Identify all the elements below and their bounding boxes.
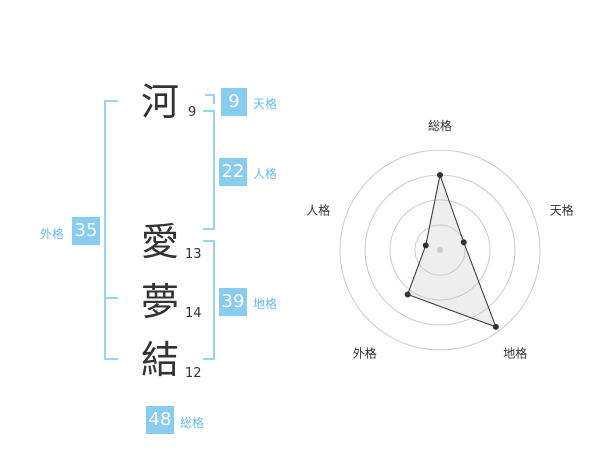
radar-point-4 <box>404 291 411 298</box>
jinkaku-label: 人格 <box>253 167 278 181</box>
stroke-count-2: 13 <box>185 247 202 262</box>
radar-axis-label-2: 天格 <box>550 202 574 217</box>
gaikaku-score: 35 <box>72 217 100 245</box>
gaikaku-label: 外格 <box>40 227 65 241</box>
jinkaku-score: 22 <box>219 158 247 186</box>
name-char-1: 河 <box>140 80 179 124</box>
radar-point-3 <box>492 323 499 330</box>
name-char-3: 夢 <box>140 280 179 324</box>
stroke-count-4: 12 <box>185 366 202 381</box>
radar-axis-label-5: 人格 <box>306 202 330 217</box>
radar-point-2 <box>460 239 467 246</box>
radar-axis-label-1: 総格 <box>428 118 452 133</box>
radar-ring <box>339 149 541 351</box>
radar-point-1 <box>437 172 443 178</box>
gaikaku-bracket <box>104 100 118 360</box>
tenkaku-bracket <box>205 94 215 104</box>
radar-polygon <box>407 173 497 328</box>
jinkaku-bracket <box>203 110 215 230</box>
soukaku-score: 48 <box>146 406 174 434</box>
chikaku-bracket <box>203 240 215 360</box>
tenkaku-label: 天格 <box>253 97 278 111</box>
stroke-count-1: 9 <box>188 105 197 120</box>
soukaku-label: 総格 <box>180 416 205 430</box>
radar-ring <box>389 199 491 301</box>
chikaku-label: 地格 <box>253 297 278 311</box>
name-char-2: 愛 <box>140 220 179 264</box>
name-char-4: 結 <box>140 338 179 382</box>
gaikaku-bracket-tick <box>104 297 118 299</box>
stroke-count-3: 14 <box>185 306 202 321</box>
radar-ring <box>414 224 466 276</box>
tenkaku-score: 9 <box>221 88 247 116</box>
radar-axis-label-3: 地格 <box>503 346 527 361</box>
radar-center <box>437 247 443 253</box>
radar-point-5 <box>422 242 429 249</box>
radar-axis-label-4: 外格 <box>353 346 377 361</box>
chikaku-score: 39 <box>219 288 247 316</box>
